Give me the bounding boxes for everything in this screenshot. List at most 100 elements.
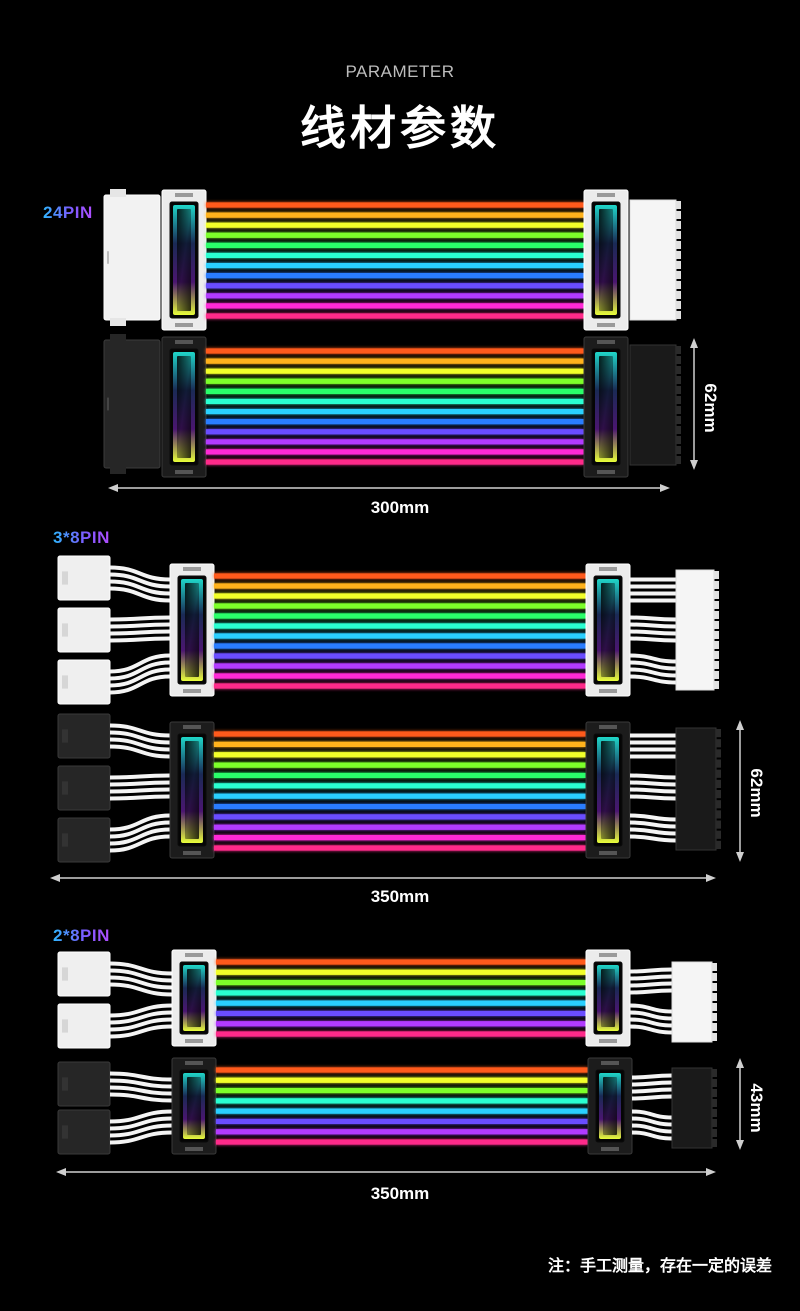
white-wires-3x8-black-left-1-wire [109, 737, 171, 752]
pcie-black-left-2 [57, 765, 111, 811]
white-wires-2x8-black-right-2 [631, 1109, 673, 1141]
dimension-arrow-height-3x8pin-head-bottom [736, 852, 744, 862]
white-wires-3x8-white-left-2-wire [109, 622, 171, 629]
white-wires-2x8-black-left-1 [109, 1071, 173, 1103]
white-wires-3x8-black-right-1 [629, 733, 676, 759]
pinblock-2x8-white-right-body [671, 961, 713, 1043]
pinblock-24pin-black-right-pin [676, 366, 681, 374]
pinblock-2x8-black-right-pin [712, 1109, 717, 1117]
pcie-white-left-2x8-2 [57, 1003, 111, 1049]
white-wires-2x8-black-left-1-wire [109, 1085, 173, 1096]
pcie-black-left-1 [57, 713, 111, 759]
white-wires-3x8-white-right-3-wire [629, 667, 677, 678]
atx24-white-left-latch-bottom [110, 318, 126, 326]
atx24-black-left-latch-bottom [110, 466, 126, 474]
comb-3x8-white-right-window-inner [601, 583, 615, 677]
pcie-black-left-2x8-1 [57, 1061, 111, 1107]
pinblock-3x8-black-right-pin [716, 790, 721, 799]
pinblock-24pin-black-right-pin [676, 416, 681, 424]
white-wires-3x8-white-left-1-wire [109, 572, 171, 589]
pcie-black-left-2x8-2 [57, 1109, 111, 1155]
pinblock-24pin-white-right-pin [676, 201, 681, 209]
pinblock-2x8-black-right-pin [712, 1069, 717, 1077]
pinblock-24pin-white-right-pin [676, 261, 681, 269]
length-label-2x8pin: 350mm [370, 1184, 430, 1203]
white-wires-2x8-black-left-1-wire [109, 1092, 173, 1103]
pinblock-3x8-white-right-pin [714, 631, 719, 639]
pinblock-3x8-white-right-pin [714, 681, 719, 689]
white-wires-2x8-white-right-2-wire [629, 1010, 673, 1021]
white-wires-2x8-black-right-1 [631, 1073, 673, 1101]
pinblock-2x8-white-right-pin [712, 973, 717, 981]
pinblock-24pin-black-right-pin [676, 376, 681, 384]
comb-24pin-black-left-tab-bottom [175, 470, 193, 474]
comb-24pin-white-left-tab-top [175, 193, 193, 197]
dimension-arrow-height-24pin [690, 338, 698, 470]
white-wires-2x8-black-right-2-wire [631, 1123, 673, 1134]
pinblock-24pin-white-right-pin [676, 251, 681, 259]
dimension-arrow-height-2x8pin [736, 1058, 744, 1150]
dimension-arrow-length-24pin [108, 484, 670, 492]
dimension-arrow-length-3x8pin-head-left [50, 874, 60, 882]
white-wires-3x8-white-left-2-wire [109, 615, 171, 622]
pinblock-3x8-white-right-pin [714, 671, 719, 679]
white-wires-3x8-black-right-2-wire [629, 787, 677, 794]
pinblock-3x8-black-right-pin [716, 739, 721, 748]
pinblock-24pin-white-right-pin [676, 291, 681, 299]
white-wires-3x8-white-right-2 [629, 615, 677, 643]
rainbow-bundle-2x8-black [216, 1067, 588, 1145]
pinblock-3x8-white-right-pin [714, 641, 719, 649]
pinblock-24pin-black-right-pin [676, 406, 681, 414]
white-wires-3x8-white-right-1 [629, 577, 676, 603]
pinblock-2x8-black-right [671, 1067, 717, 1149]
height-label-3x8pin: 62mm [747, 768, 766, 818]
atx24-black-left-body [103, 339, 161, 469]
pinblock-24pin-white-right-pin [676, 301, 681, 309]
pinblock-24pin-white-right-pin [676, 231, 681, 239]
pinblock-2x8-white-right-pin [712, 983, 717, 991]
pinblock-3x8-black-right [675, 727, 721, 851]
comb-24pin-white-left [161, 189, 207, 331]
pinblock-2x8-black-right-body [671, 1067, 713, 1149]
pinblock-24pin-black-right [629, 344, 681, 466]
pinblock-3x8-white-right-pin [714, 581, 719, 589]
white-wires-2x8-black-left-1-wire [109, 1071, 173, 1082]
white-wires-3x8-black-right-2-wire [629, 780, 677, 787]
white-wires-2x8-black-left-2-wire [109, 1109, 173, 1124]
comb-3x8-black-right [585, 721, 631, 859]
white-wires-2x8-white-right-2-wire [629, 1024, 673, 1035]
rainbow-bundle-3x8-black [214, 731, 586, 851]
dimension-arrow-height-2x8pin-head-bottom [736, 1140, 744, 1150]
atx24-white-left-latch-top [110, 189, 126, 197]
pinblock-3x8-white-right-body [675, 569, 715, 691]
white-wires-2x8-white-right-1-wire [629, 981, 673, 988]
comb-3x8-white-right [585, 563, 631, 697]
white-wires-2x8-black-left-1-wire [109, 1078, 173, 1089]
pinblock-24pin-white-right-pin [676, 311, 681, 319]
atx24-black-left [103, 334, 161, 474]
pinblock-2x8-black-right-pin [712, 1079, 717, 1087]
pcie-black-left-2x8-1-body [57, 1061, 111, 1107]
pinblock-24pin-white-right-pin [676, 271, 681, 279]
white-wires-3x8-black-left-3-wire [109, 827, 171, 846]
white-wires-2x8-black-left-2 [109, 1109, 173, 1145]
white-wires-3x8-black-left-2-wire [109, 780, 171, 787]
pinblock-24pin-white-right-pin [676, 281, 681, 289]
rainbow-bundle-3x8-white [214, 573, 586, 689]
pcie-white-left-1-body [57, 555, 111, 601]
pcie-white-left-2-latch [62, 623, 68, 637]
white-wires-2x8-white-right-2 [629, 1003, 673, 1035]
white-wires-2x8-white-left-1-wire [109, 961, 173, 976]
white-wires-3x8-black-right-3-wire [629, 820, 677, 829]
pinblock-3x8-white-right-pin [714, 651, 719, 659]
comb-2x8-white-right-tab-top [599, 953, 617, 957]
pinblock-3x8-black-right-pin [716, 769, 721, 778]
white-wires-2x8-black-right-2-wire [631, 1130, 673, 1141]
height-label-24pin: 62mm [701, 383, 720, 433]
white-wires-3x8-white-left-3 [109, 653, 171, 695]
white-wires-3x8-white-left-2 [109, 615, 171, 643]
comb-24pin-black-left [161, 336, 207, 478]
pinblock-2x8-black-right-pin [712, 1119, 717, 1127]
comb-3x8-white-left-window-inner [185, 583, 199, 677]
pcie-white-left-1-latch [62, 571, 68, 585]
